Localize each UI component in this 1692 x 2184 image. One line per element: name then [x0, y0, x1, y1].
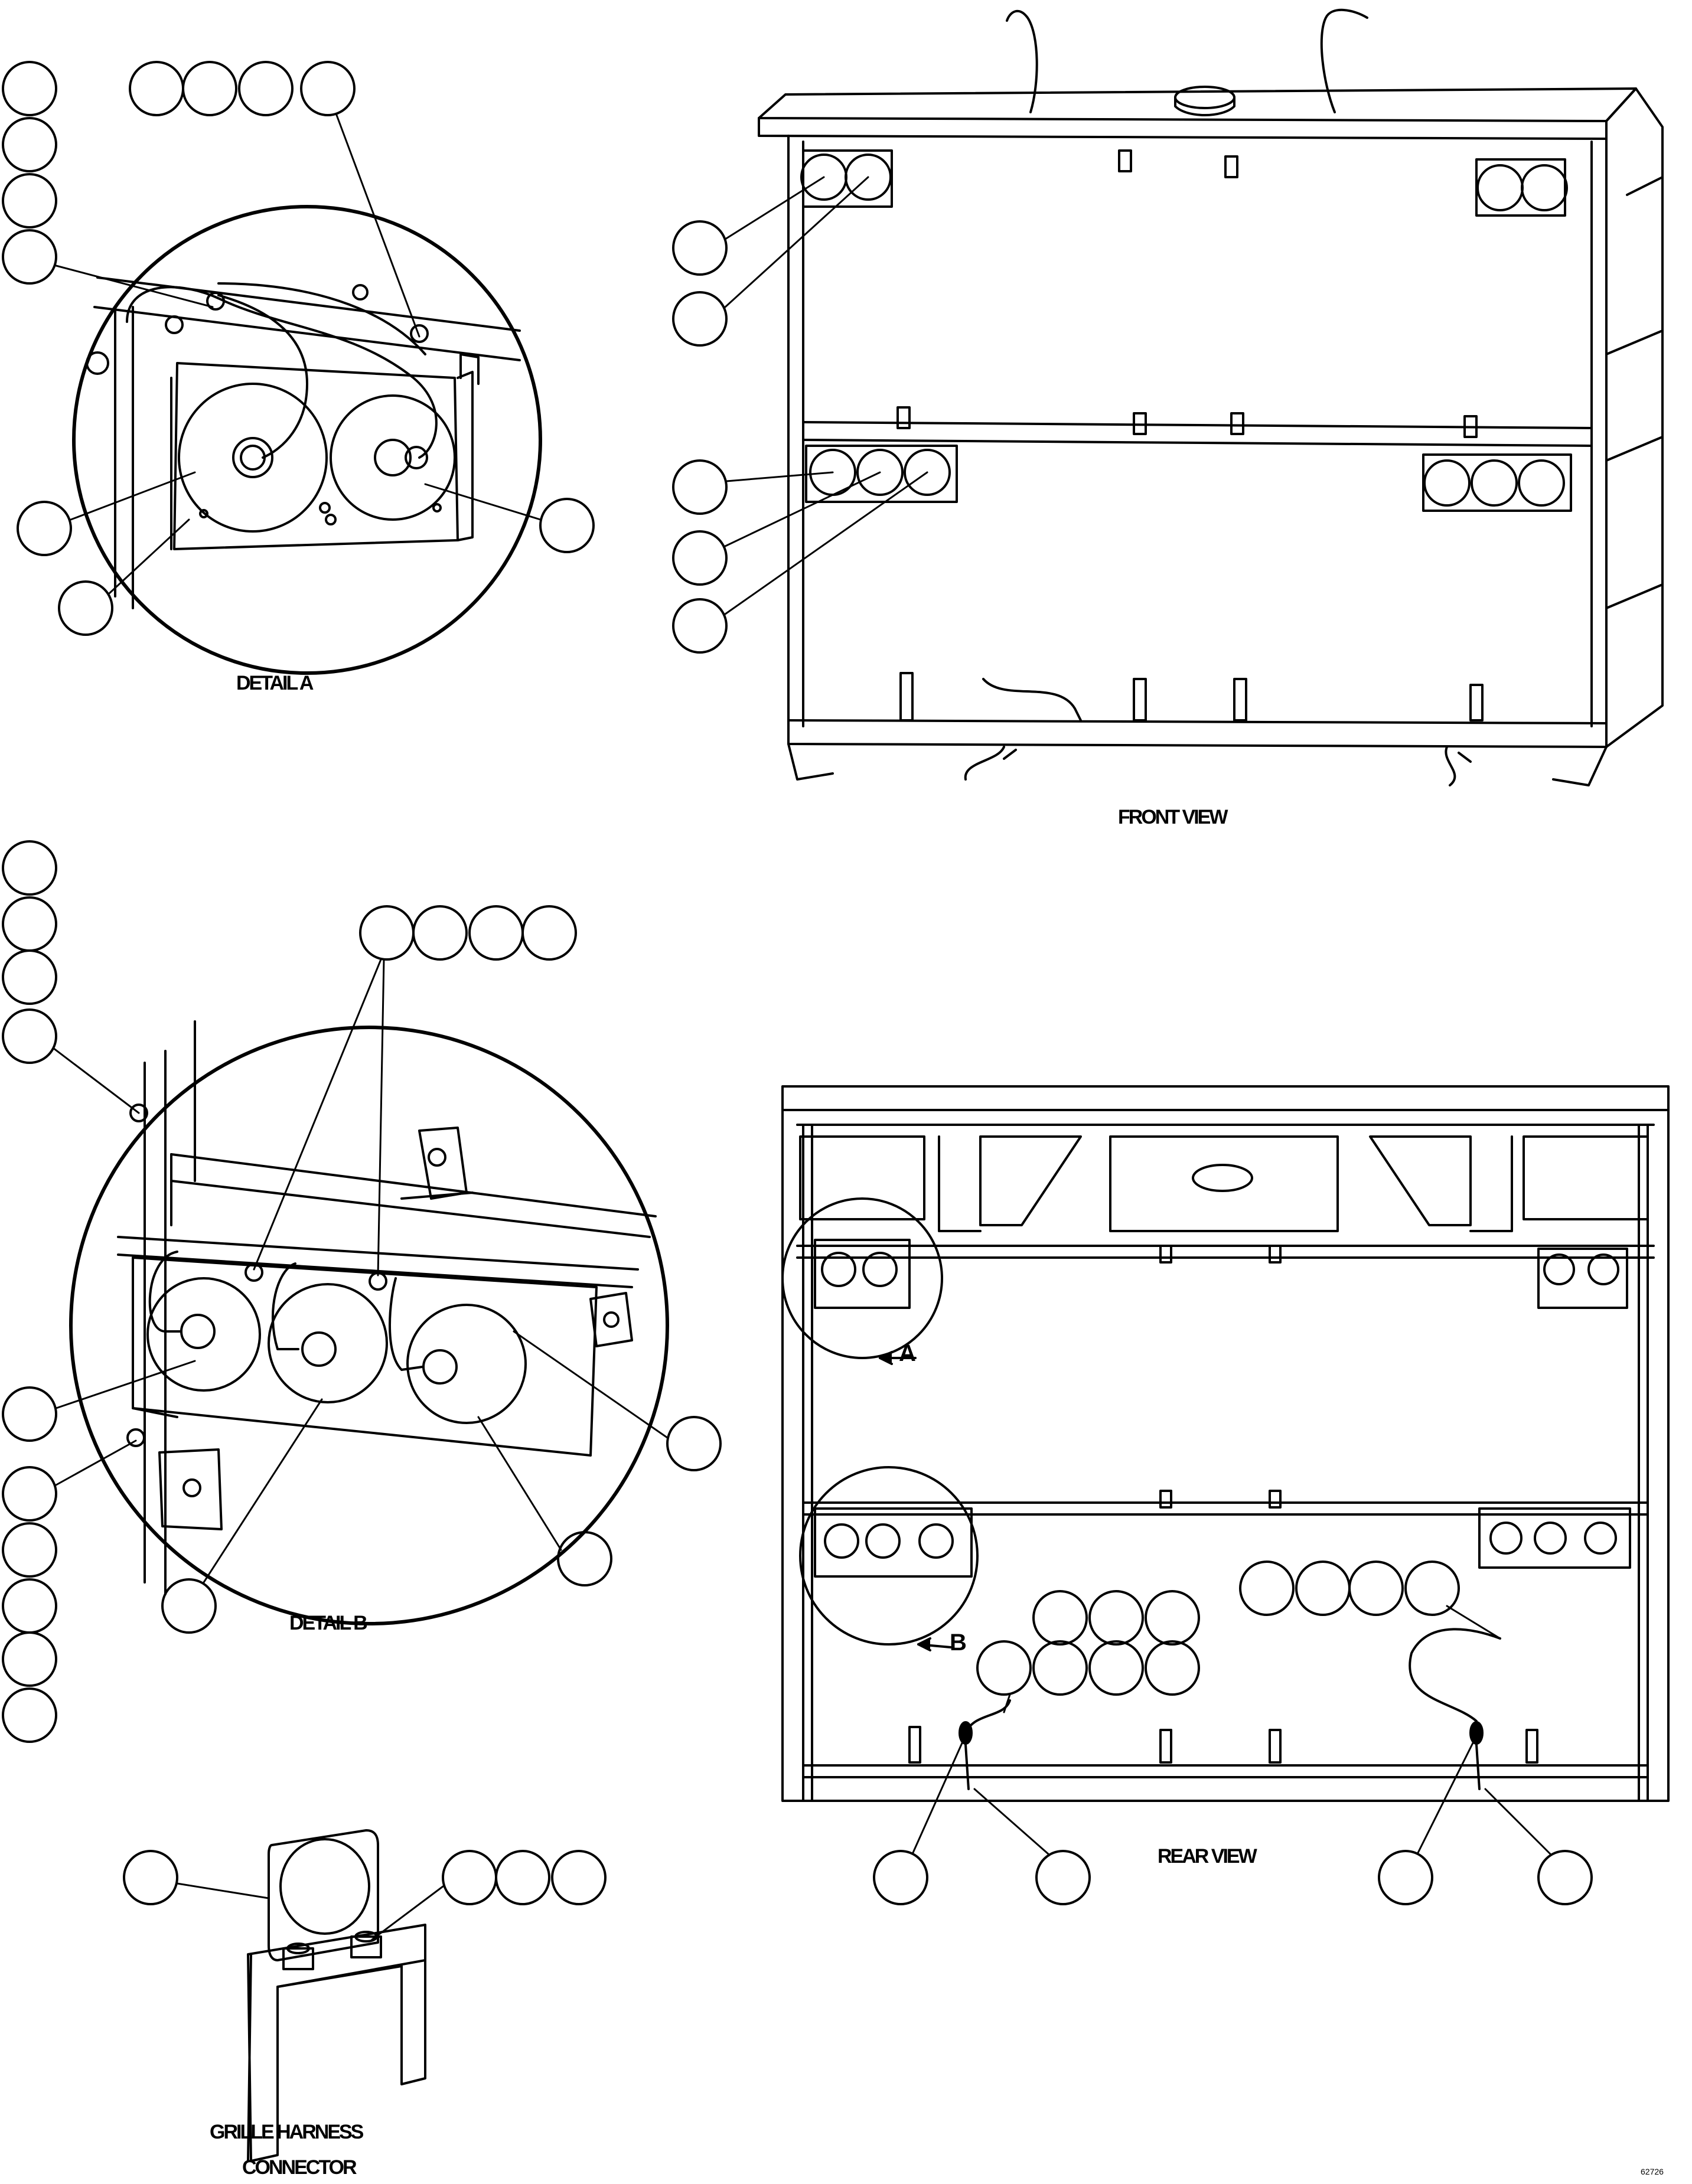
rear-view: A B REAR VIEW	[781, 1085, 1670, 1905]
callout-balloon	[672, 598, 728, 654]
callout-balloon	[300, 61, 356, 116]
callout-balloon	[2, 949, 57, 1005]
callout-balloon	[129, 61, 184, 116]
callout-balloon	[495, 1850, 550, 1905]
detail-b: DETAIL B	[2, 840, 722, 1743]
callout-balloon	[1088, 1590, 1144, 1646]
lamp-3	[406, 1304, 527, 1424]
callout-balloon	[58, 580, 113, 636]
callout-balloon	[2, 1466, 57, 1522]
callout-balloon	[2, 173, 57, 228]
detail-a-leaders	[55, 114, 542, 595]
callout-balloon	[182, 61, 237, 116]
detail-a: DETAIL A	[2, 61, 595, 694]
connector-caption-line1: GRILLE HARNESS	[210, 2121, 364, 2143]
callout-balloon	[468, 905, 524, 961]
detail-b-circle	[69, 1026, 669, 1625]
callout-balloon	[1295, 1561, 1351, 1616]
connector-caption-line2: CONNECTOR	[242, 2156, 357, 2179]
front-view-caption: FRONT VIEW	[1118, 806, 1228, 828]
callout-balloon	[2, 1578, 57, 1634]
callout-balloon	[976, 1640, 1032, 1696]
callout-balloon	[1145, 1640, 1200, 1696]
detail-b-caption: DETAIL B	[289, 1612, 367, 1634]
detail-b-callout-circle	[799, 1466, 979, 1646]
callout-balloon	[2, 229, 57, 285]
callout-balloon	[412, 905, 468, 961]
rear-view-callouts	[873, 1561, 1593, 1905]
lamp-1	[146, 1277, 261, 1392]
callout-balloon	[1088, 1640, 1144, 1696]
callout-balloon	[2, 1631, 57, 1687]
callout-balloon	[2, 1386, 57, 1442]
callout-balloon	[1378, 1850, 1433, 1905]
callout-balloon	[238, 61, 294, 116]
callout-balloon	[2, 117, 57, 172]
callout-balloon	[1032, 1640, 1088, 1696]
callout-balloon	[1537, 1850, 1593, 1905]
detail-a-circle	[72, 205, 542, 675]
connector-drawing	[247, 1829, 426, 2162]
callout-balloon	[1348, 1561, 1404, 1616]
callout-balloon	[2, 1522, 57, 1578]
callout-balloon	[666, 1416, 722, 1471]
callout-balloon	[2, 61, 57, 116]
callout-balloon	[2, 1687, 57, 1743]
connector-callouts	[123, 1850, 607, 1905]
lamp-2	[268, 1283, 388, 1403]
callout-balloon	[2, 896, 57, 952]
lamp-left	[178, 383, 328, 533]
connector-leaders	[176, 1882, 444, 1941]
front-view-callouts	[672, 220, 728, 654]
callout-balloon	[2, 1008, 57, 1064]
callout-balloon	[2, 840, 57, 896]
detail-a-caption: DETAIL A	[236, 672, 314, 694]
rear-view-drawing	[781, 1085, 1670, 1802]
detail-a-drawing	[86, 276, 521, 609]
callout-balloon	[17, 501, 72, 556]
callout-balloon	[1035, 1850, 1091, 1905]
callout-balloon	[521, 905, 577, 961]
front-view-drawing	[758, 8, 1664, 786]
callout-balloon	[672, 291, 728, 347]
detail-a-callouts	[2, 61, 595, 636]
rear-view-caption: REAR VIEW	[1158, 1845, 1258, 1868]
lamp-right	[330, 394, 456, 521]
callout-balloon	[672, 459, 728, 515]
callout-balloon	[161, 1578, 217, 1634]
rear-view-leaders	[911, 1605, 1551, 1855]
callout-balloon	[1032, 1590, 1088, 1646]
front-view-leaders	[724, 176, 928, 615]
callout-balloon	[442, 1850, 497, 1905]
front-view: FRONT VIEW	[672, 8, 1664, 828]
grille-harness-connector: GRILLE HARNESS CONNECTOR	[123, 1829, 607, 2179]
detail-a-callout-circle	[781, 1197, 943, 1359]
callout-balloon	[557, 1531, 612, 1586]
callout-balloon	[1239, 1561, 1295, 1616]
callout-balloon	[551, 1850, 607, 1905]
callout-balloon	[1404, 1561, 1460, 1616]
detail-b-leaders	[52, 958, 669, 1584]
callout-balloon	[672, 220, 728, 276]
detail-a-reference: A	[899, 1340, 916, 1366]
callout-balloon	[359, 905, 415, 961]
callout-balloon	[1145, 1590, 1200, 1646]
callout-balloon	[123, 1850, 178, 1905]
callout-balloon	[539, 498, 595, 553]
callout-balloon	[873, 1850, 928, 1905]
figure-number: 62726	[1641, 2167, 1664, 2176]
detail-b-callouts	[2, 840, 722, 1743]
callout-balloon	[672, 530, 728, 586]
detail-b-reference: B	[950, 1630, 967, 1656]
